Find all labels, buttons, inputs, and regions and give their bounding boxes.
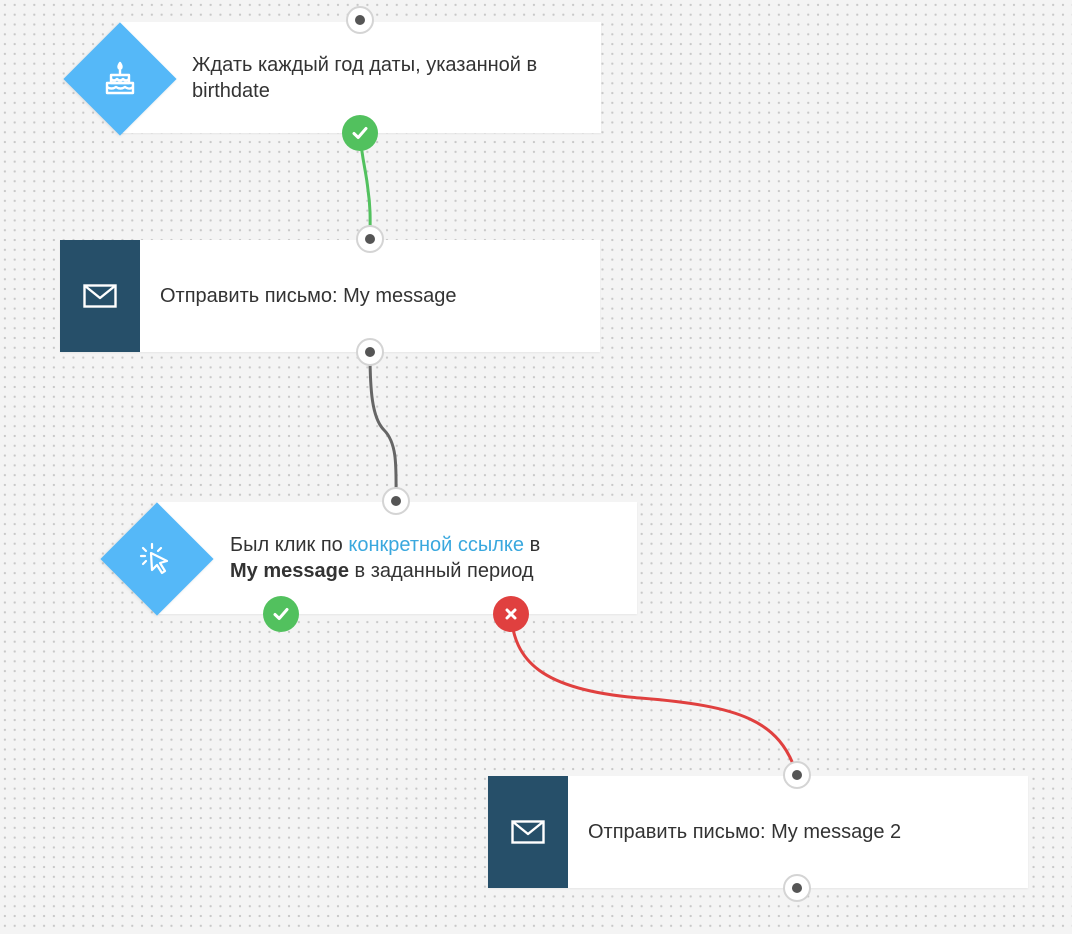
node-link-click-condition-label: Был клик по конкретной ссылке в My messag… bbox=[230, 532, 630, 584]
node-wait-birthday-yes-port[interactable] bbox=[342, 115, 378, 151]
envelope-icon bbox=[511, 820, 545, 844]
connector-click-no-to-send2[interactable] bbox=[509, 613, 799, 776]
node-send-message-2[interactable]: Отправить письмо: My message 2 bbox=[488, 776, 1028, 888]
node-send-message-1-icon-box bbox=[60, 240, 140, 352]
node-wait-birthday-icon-badge[interactable] bbox=[62, 21, 178, 137]
node-send-message-2-output-port[interactable] bbox=[783, 874, 811, 902]
node-link-click-condition[interactable]: Был клик по конкретной ссылке в My messag… bbox=[157, 502, 637, 614]
node-send-message-2-icon-box bbox=[488, 776, 568, 888]
envelope-icon bbox=[83, 284, 117, 308]
node-wait-birthday-label: Ждать каждый год даты, указанной в birth… bbox=[192, 54, 538, 102]
node-send-message-1-output-port[interactable] bbox=[356, 338, 384, 366]
birthday-cake-icon bbox=[62, 21, 178, 137]
click-cursor-icon bbox=[99, 501, 215, 617]
condition-text-mid: в bbox=[524, 534, 541, 556]
specific-link[interactable]: конкретной ссылке bbox=[348, 534, 525, 556]
condition-text-suffix: в заданный период bbox=[348, 560, 534, 582]
cross-icon bbox=[505, 608, 517, 620]
node-send-message-1[interactable]: Отправить письмо: My message bbox=[60, 240, 600, 352]
node-send-message-2-input-port[interactable] bbox=[783, 761, 811, 789]
node-send-message-1-input-port[interactable] bbox=[356, 225, 384, 253]
condition-message-name: My message bbox=[230, 560, 349, 582]
check-icon bbox=[352, 127, 368, 139]
check-icon bbox=[273, 608, 289, 620]
node-link-click-condition-no-port[interactable] bbox=[493, 596, 529, 632]
node-send-message-1-label: Отправить письмо: My message bbox=[160, 285, 457, 307]
connector-send1-to-click[interactable] bbox=[368, 351, 398, 502]
node-wait-birthday[interactable]: Ждать каждый год даты, указанной в birth… bbox=[120, 22, 601, 133]
node-send-message-2-label: Отправить письмо: My message 2 bbox=[588, 821, 902, 843]
node-link-click-condition-yes-port[interactable] bbox=[263, 596, 299, 632]
node-link-click-condition-icon-badge[interactable] bbox=[99, 501, 215, 617]
node-link-click-condition-input-port[interactable] bbox=[382, 487, 410, 515]
condition-text-prefix: Был клик по bbox=[230, 534, 349, 556]
node-wait-birthday-input-port[interactable] bbox=[346, 6, 374, 34]
